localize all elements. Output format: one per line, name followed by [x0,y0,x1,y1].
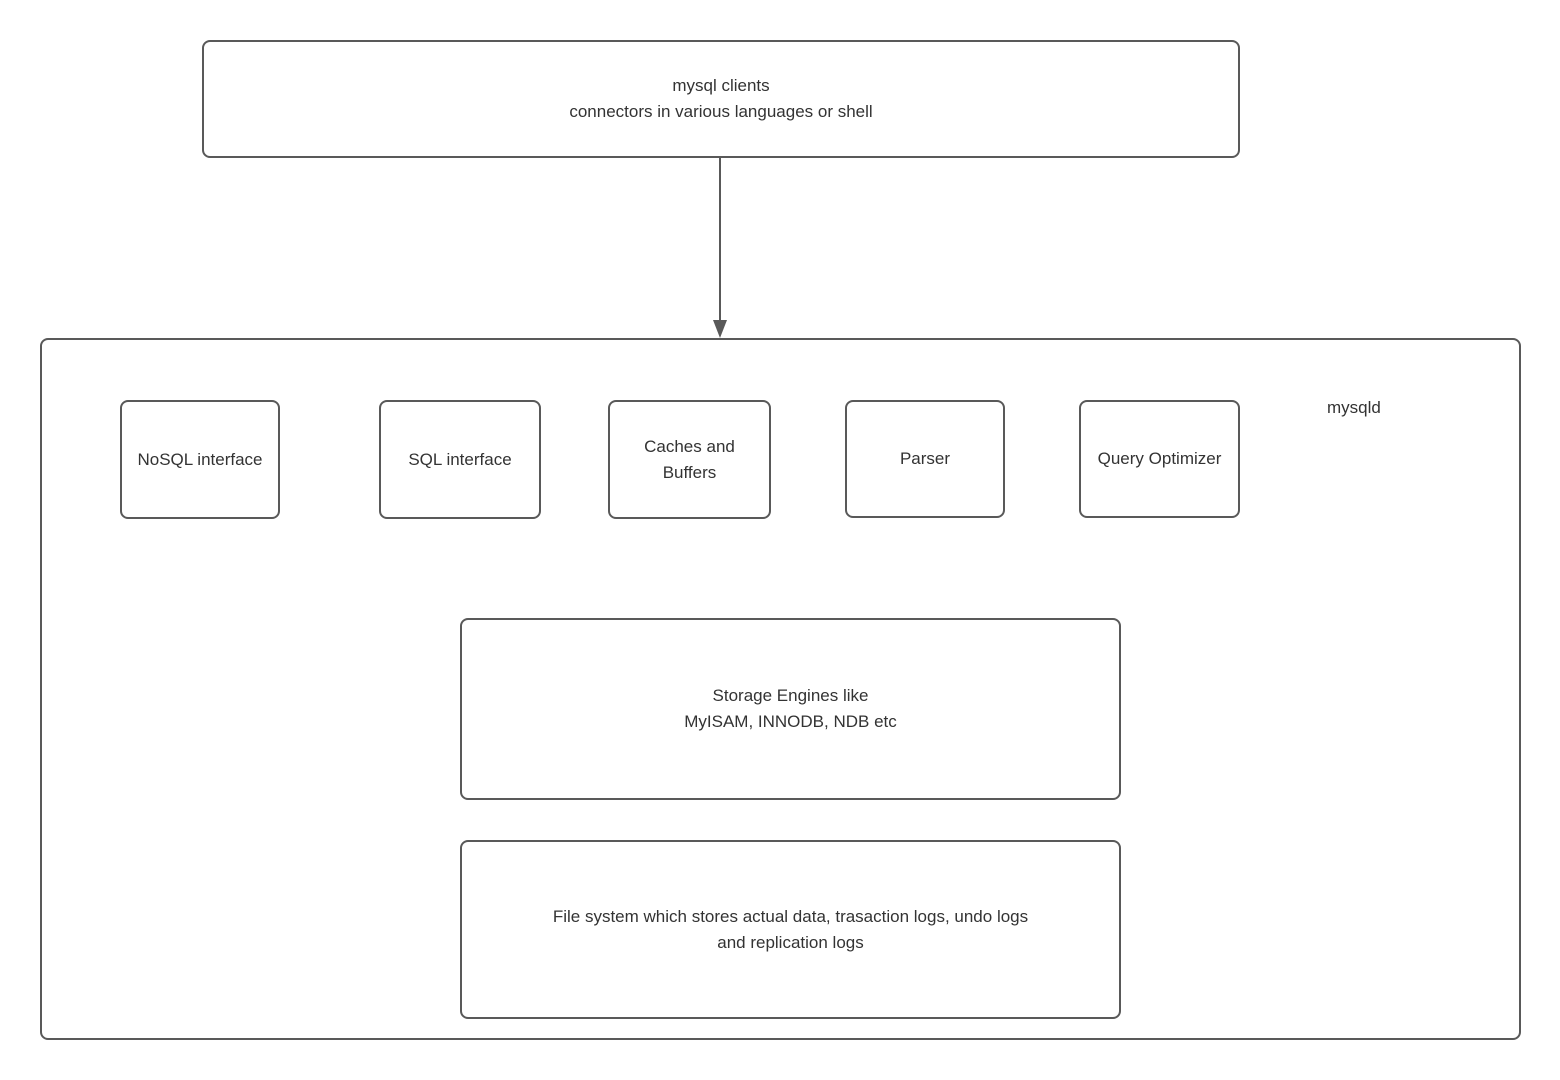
mysql-clients-box: mysql clients connectors in various lang… [202,40,1240,158]
component-label: Query Optimizer [1097,449,1222,468]
file-system-line1: File system which stores actual data, tr… [552,906,1029,926]
component-label: Caches and Buffers [644,436,735,482]
component-caches-and-buffers: Caches and Buffers [608,400,771,519]
component-nosql-interface: NoSQL interface [120,400,280,519]
component-label: NoSQL interface [137,449,263,469]
storage-engines-line2: MyISAM, INNODB, NDB etc [684,712,897,731]
clients-to-mysqld-arrow [713,157,727,338]
file-system-line2: and replication logs [717,932,864,952]
component-label: SQL interface [408,449,512,469]
mysql-clients-line2: connectors in various languages or shell [569,102,873,121]
component-sql-interface: SQL interface [379,400,541,519]
storage-engines-box: Storage Engines like MyISAM, INNODB, NDB… [460,618,1121,800]
component-label: Parser [899,449,951,468]
file-system-box: File system which stores actual data, tr… [460,840,1121,1019]
mysqld-label: mysqld [1327,398,1381,417]
storage-engines-line1: Storage Engines like [712,686,869,705]
component-parser: Parser [845,400,1005,518]
mysql-clients-line1: mysql clients [672,76,770,95]
component-query-optimizer: Query Optimizer [1079,400,1240,518]
